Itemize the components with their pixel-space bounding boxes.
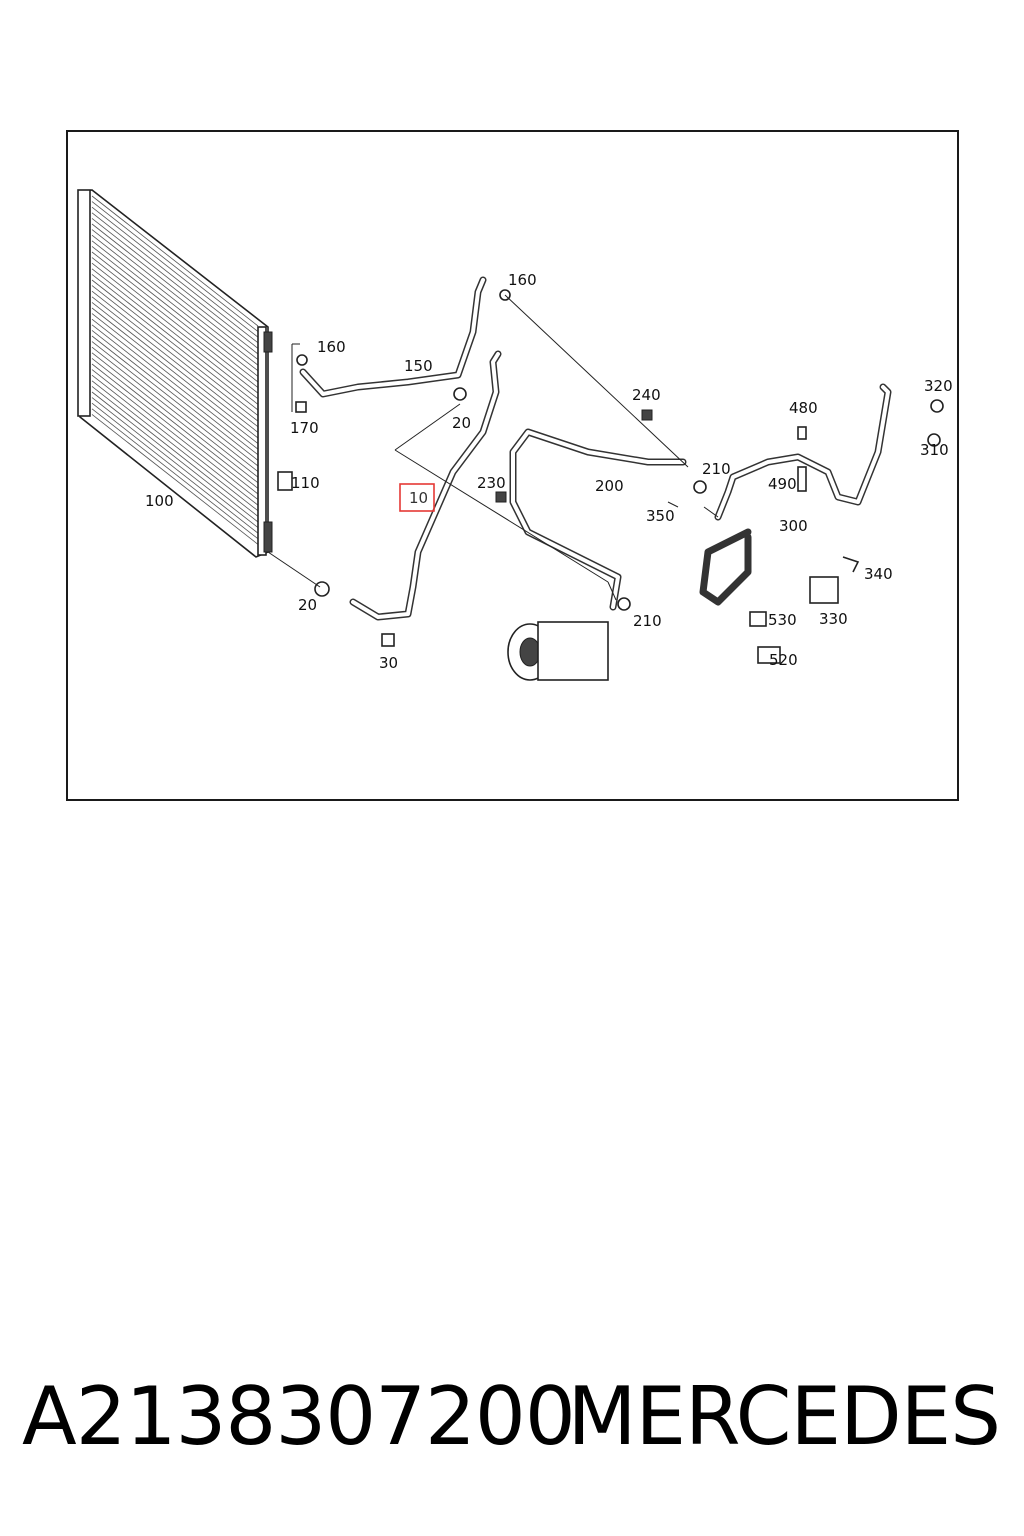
callout-230: 230 <box>477 474 506 492</box>
callout-340: 340 <box>864 565 893 583</box>
ac-refrigerant-lines-diagram: 10 20 20 30 100 110 150 160 160 170 200 … <box>77 189 953 681</box>
callout-210-upper: 210 <box>702 460 731 478</box>
callout-150: 150 <box>404 357 433 375</box>
callout-160-left: 160 <box>317 338 346 356</box>
o-ring-310 <box>927 433 941 447</box>
grommet-530 <box>749 611 767 627</box>
callout-350: 350 <box>646 507 675 525</box>
nut-30 <box>381 633 395 647</box>
sensor-330 <box>809 576 839 604</box>
o-ring-210-upper <box>693 480 707 494</box>
o-ring-20-lower <box>314 581 330 597</box>
highlight-box-10 <box>399 483 435 512</box>
o-ring-20-upper <box>453 387 467 401</box>
callout-20-lower: 20 <box>298 596 317 614</box>
valve-110 <box>277 471 293 491</box>
callout-240: 240 <box>632 386 661 404</box>
parts-diagram-frame: 10 20 20 30 100 110 150 160 160 170 200 … <box>66 130 959 801</box>
cap-480 <box>797 426 807 440</box>
callout-10: 10 <box>409 489 428 507</box>
callout-160-upper: 160 <box>508 271 537 289</box>
clip-340 <box>842 556 860 573</box>
cap-490 <box>797 466 807 492</box>
compressor-illustration <box>507 621 609 681</box>
o-ring-320 <box>930 399 944 413</box>
caption: A2138307200 MERCEDES <box>0 1370 1024 1480</box>
nut-240 <box>641 409 653 421</box>
callout-310: 310 <box>920 441 949 459</box>
screw-230 <box>495 491 507 503</box>
callout-530: 530 <box>768 611 797 629</box>
callout-320: 320 <box>924 377 953 395</box>
callout-490: 490 <box>768 475 797 493</box>
callout-20-upper: 20 <box>452 414 471 432</box>
callout-480: 480 <box>789 399 818 417</box>
part-number: A2138307200 <box>22 1370 576 1463</box>
callout-170: 170 <box>290 419 319 437</box>
callout-100: 100 <box>145 492 174 510</box>
brand-name: MERCEDES <box>567 1370 1001 1463</box>
callout-300: 300 <box>779 517 808 535</box>
nut-170 <box>295 401 307 413</box>
o-ring-160-left <box>296 354 308 366</box>
callout-200: 200 <box>595 477 624 495</box>
callout-520: 520 <box>769 651 798 669</box>
condenser-illustration <box>77 189 273 558</box>
callout-330: 330 <box>819 610 848 628</box>
cap-520 <box>757 646 781 664</box>
callout-30: 30 <box>379 654 398 672</box>
callout-110: 110 <box>291 474 320 492</box>
callout-210-lower: 210 <box>633 612 662 630</box>
o-ring-210-lower <box>617 597 631 611</box>
